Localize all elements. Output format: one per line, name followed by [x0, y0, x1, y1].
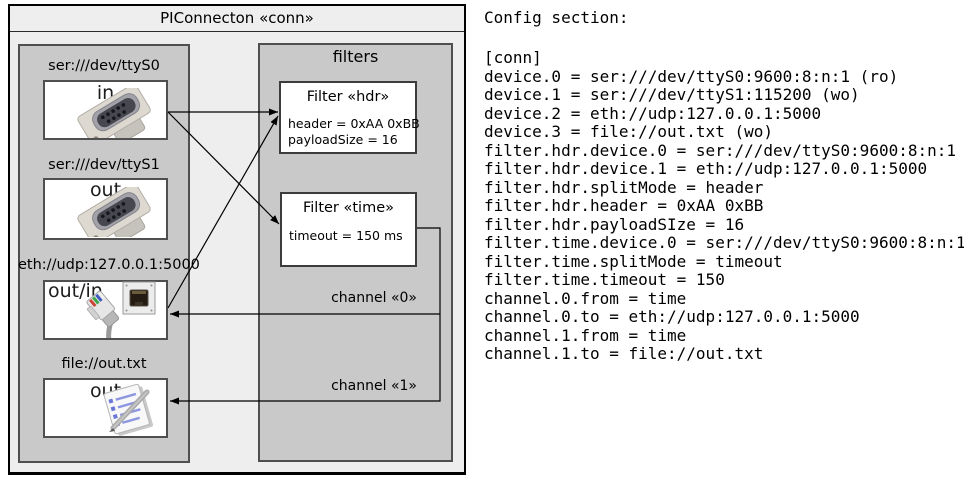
channel-0-label: channel «0» [331, 290, 417, 306]
filter-time-title: Filter «time» [302, 200, 395, 216]
filters-panel-title: filters [332, 47, 379, 66]
filter-time-prop-timeout: timeout = 150 ms [289, 228, 403, 243]
device-label-eth: eth://udp:127.0.0.1:5000 [18, 257, 200, 273]
channel-1-label: channel «1» [331, 378, 417, 394]
device-label-file: file://out.txt [61, 356, 147, 372]
device-label-ttyS1: ser:///dev/ttyS1 [48, 157, 160, 173]
filter-hdr-prop-header: header = 0xAA 0xBB [288, 116, 420, 131]
serial-connector-icon [77, 187, 151, 237]
frame-title: PIConnecton «conn» [160, 9, 314, 27]
notepad-icon [103, 384, 154, 436]
device-label-ttyS0: ser:///dev/ttyS0 [48, 58, 160, 74]
device-direction-eth: out/in [48, 280, 103, 302]
config-heading: Config section: [484, 8, 629, 27]
filter-hdr-title: Filter «hdr» [306, 89, 390, 105]
frame-title-separator [10, 31, 464, 32]
filter-box-time: Filter «time» timeout = 150 ms [280, 192, 417, 267]
serial-connector-icon [77, 88, 151, 138]
ethernet-connector-icon [86, 281, 156, 338]
config-body: [conn] device.0 = ser:///dev/ttyS0:9600:… [484, 48, 964, 363]
filter-hdr-prop-payloadsize: payloadSize = 16 [288, 132, 398, 147]
filter-box-hdr: Filter «hdr» header = 0xAA 0xBB payloadS… [279, 81, 420, 154]
